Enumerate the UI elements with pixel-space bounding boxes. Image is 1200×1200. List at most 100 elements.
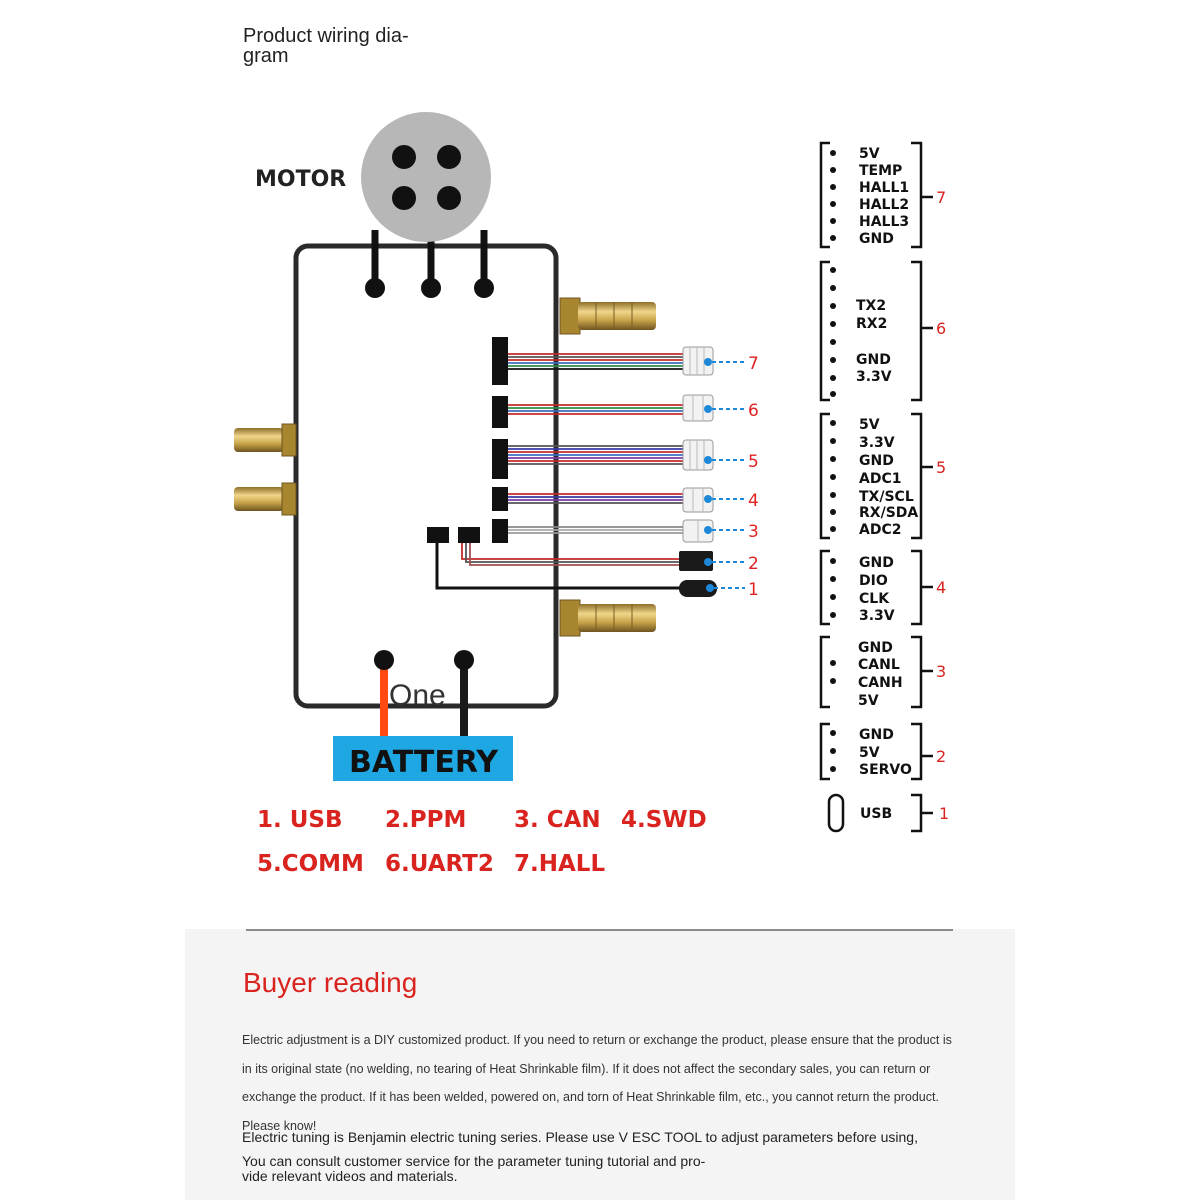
callout-5: 5 [704,452,759,472]
pin-label: CANH [858,675,903,691]
callout-7-number: 7 [748,354,759,374]
legend-item-usb: 1. USB [257,807,343,833]
tuning-note-text: Electric tuning is Benjamin electric tun… [242,1129,918,1145]
callout-5-number: 5 [748,452,759,472]
plug-usb [679,580,717,597]
pin-label: HALL2 [859,197,909,213]
cable-comm [508,445,685,465]
callout-1-number: 1 [748,580,759,600]
header-comm [492,439,508,479]
brass-connector-bottom-right [559,599,656,637]
legend-item-hall: 7.HALL [514,851,605,877]
pin-label: 3.3V [859,435,895,451]
header-hall [492,337,508,385]
pin-label: ADC1 [859,471,901,487]
page-title: Product wiring dia- gram [243,26,443,66]
pin-label: GND [859,727,894,743]
pin-label: CANL [858,657,900,673]
legend-item-swd: 4.SWD [621,807,707,833]
brass-connector-left-1 [234,423,297,457]
pin-label: GND [859,231,894,247]
header-swd [492,487,508,511]
pin-label: SERVO [859,762,912,778]
pinout-comm: 5V 3.3V GND ADC1 TX/SCL RX/SDA ADC2 5 [859,417,946,538]
pin-label: 5V [858,693,879,709]
brass-connector-left-2 [234,482,297,516]
pin-label: 5V [859,146,880,162]
cable-uart2 [508,404,685,415]
pin-dots [830,150,836,772]
pinout-hall-left-bracket [819,141,830,249]
pinout-comm-right-bracket [911,412,923,540]
motor-label: MOTOR [255,167,346,192]
pin-label: TEMP [859,163,902,179]
pin-label: 3.3V [859,608,895,624]
legend-item-can: 3. CAN [514,807,601,833]
header-can [492,519,508,543]
header-usb [427,527,449,543]
pin-label: HALL3 [859,214,909,230]
callout-2: 2 [704,554,759,574]
legend-item-comm: 5.COMM [257,851,364,877]
callout-4-number: 4 [748,491,759,511]
callout-4: 4 [704,491,759,511]
plug-ppm [679,551,713,571]
pinout-ppm-left-bracket [819,722,830,781]
esc-board [293,243,559,709]
pin-label: RX/SDA [859,505,918,521]
pinout-ppm-right-bracket [911,722,923,781]
callout-2-number: 2 [748,554,759,574]
pinout-usb: USB 1 [860,804,949,823]
header-ppm [458,527,480,543]
callout-3-number: 3 [748,522,759,542]
legend-item-uart2: 6.UART2 [385,851,494,877]
plug-swd [682,487,714,513]
pin-label: HALL1 [859,180,909,196]
pinout-can-left-bracket [819,635,830,709]
pinout-swd: GND DIO CLK 3.3V 4 [859,555,946,624]
pinout-can-right-bracket [911,635,923,709]
buyer-reading-section: Buyer reading Electric adjustment is a D… [185,929,1015,1200]
pinout-swd-number: 4 [936,578,946,597]
pinout-can: GND CANL CANH 5V 3 [858,640,946,709]
pinout-swd-right-bracket [911,549,923,626]
pinout-usb-right-bracket [911,793,923,833]
legend-item-ppm: 2.PPM [385,807,466,833]
callout-1: 1 [706,580,759,600]
cable-hall [508,353,685,370]
pin-label: RX2 [856,316,887,332]
pin-label: USB [860,806,892,822]
legend: 1. USB 2.PPM 3. CAN 4.SWD 5.COMM 6.UART2… [257,807,707,877]
pinout-ppm-number: 2 [936,747,946,766]
callout-6: 6 [704,401,759,421]
callout-6-number: 6 [748,401,759,421]
cable-usb [435,543,680,590]
pinout-comm-left-bracket [819,412,830,540]
pinout-hall-number: 7 [936,188,946,207]
callout-3: 3 [704,522,759,542]
pinout-uart2-right-bracket [911,260,923,402]
usb-c-port-icon [827,793,845,833]
pin-label: DIO [859,573,888,589]
pin-label: ADC2 [859,522,901,538]
motor [361,112,494,298]
pinout-ppm: GND 5V SERVO 2 [859,727,946,778]
motor-body [361,112,491,242]
pinout-uart2: TX2 RX2 GND 3.3V 6 [856,298,946,385]
wiring-diagram: MOTOR [234,112,949,877]
battery-leads [374,650,474,740]
divider [246,929,953,931]
pin-label: GND [859,555,894,571]
pinout-uart2-number: 6 [936,319,946,338]
page-title-line-2: gram [243,45,289,67]
pin-label: GND [859,453,894,469]
pinout-uart2-left-bracket [819,260,830,402]
page-title-line-1: Product wiring dia- [243,25,409,47]
pinout-can-number: 3 [936,662,946,681]
header-uart2 [492,396,508,428]
cable-ppm [461,543,680,566]
battery [333,736,513,781]
overlay-text: One [389,679,446,712]
pin-label: 5V [859,417,880,433]
brass-connector-top-right [559,297,656,335]
